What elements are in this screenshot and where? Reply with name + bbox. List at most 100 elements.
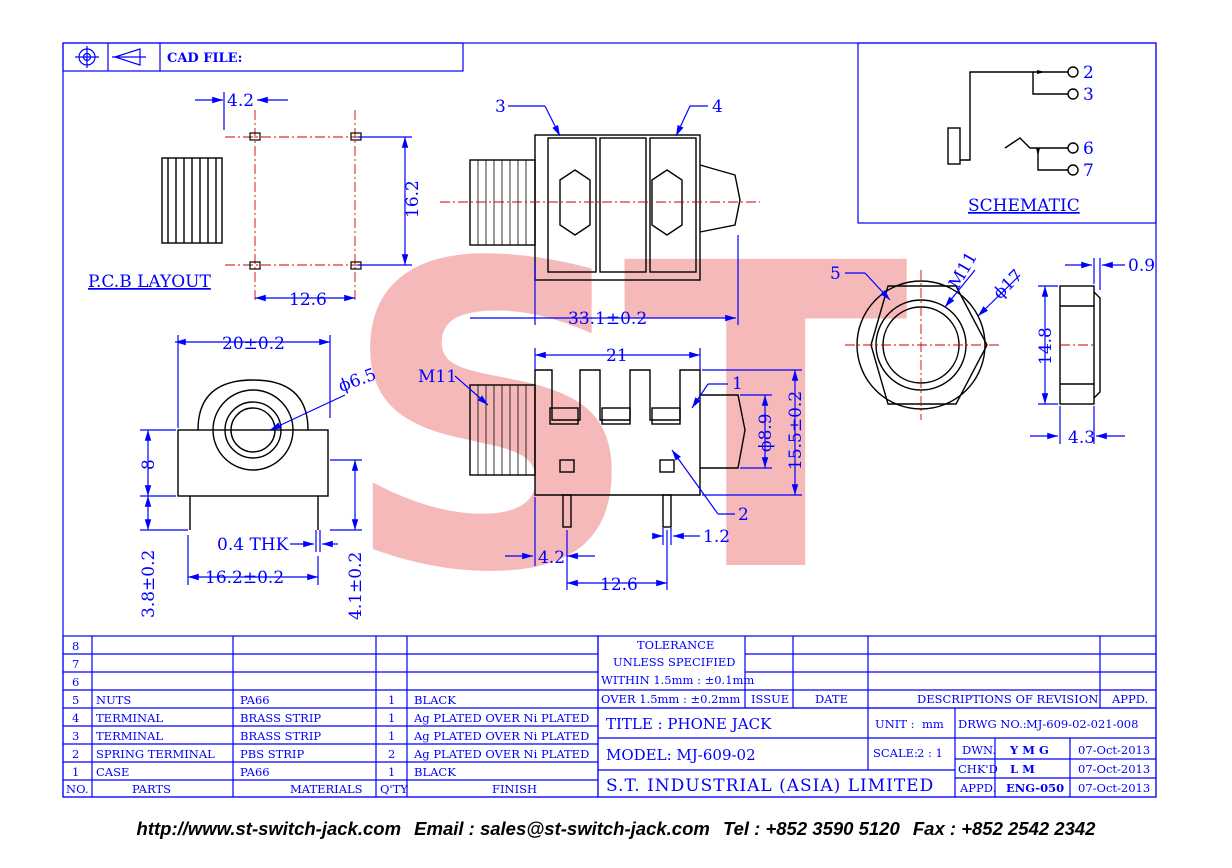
- bom-finish: Ag PLATED OVER Ni PLATED: [413, 729, 589, 743]
- bom-header-no: NO.: [66, 782, 88, 796]
- callout-2: 2: [738, 505, 749, 525]
- bom-no: 8: [72, 639, 79, 653]
- scale-value: 2 : 1: [917, 746, 943, 760]
- revision-issue-header: ISSUE: [751, 692, 789, 706]
- pcb-thread-outline: [161, 157, 223, 244]
- callout-5: 5: [830, 264, 841, 284]
- tolerance-subtitle: UNLESS SPECIFIED: [613, 655, 736, 669]
- model-text: MODEL: MJ-609-02: [606, 746, 756, 764]
- website-link[interactable]: http://www.st-switch-jack.com: [136, 818, 402, 839]
- schematic-pin-2: 2: [1083, 63, 1094, 83]
- dim-12-6-bottom: 12.6: [600, 575, 638, 595]
- dim-3-8: 3.8±0.2: [139, 550, 159, 618]
- bom-header-row: NO. PARTS MATERIALS Q'TY FINISH: [66, 782, 537, 796]
- revision-appd-header: APPD.: [1111, 692, 1148, 706]
- bom-row: 7: [72, 657, 79, 671]
- revision-date-header: DATE: [815, 692, 848, 706]
- dim-8-9: ϕ8.9: [756, 413, 776, 452]
- bom-finish: BLACK: [414, 765, 456, 779]
- callout-3: 3: [495, 97, 506, 117]
- bom-qty: 1: [388, 711, 395, 725]
- dwn-label: DWN.: [962, 743, 996, 757]
- bom-qty: 1: [388, 729, 395, 743]
- top-view: 33.1±0.2 3 4: [440, 97, 760, 329]
- revision-block: TOLERANCE UNLESS SPECIFIED WITHIN 1.5mm …: [597, 635, 1157, 709]
- tolerance-over: OVER 1.5mm : ±0.2mm: [601, 692, 740, 706]
- bom-part: NUTS: [96, 693, 131, 707]
- bom-material: PA66: [240, 765, 270, 779]
- dim-14-8: 14.8: [1036, 327, 1056, 365]
- schematic-label: SCHEMATIC: [968, 196, 1080, 216]
- bom-qty: 2: [388, 747, 395, 761]
- revision-desc-header: DESCRIPTIONS OF REVISION: [917, 692, 1098, 706]
- dim-16-2-pcb: 16.2: [403, 180, 423, 218]
- bom-row: 2 SPRING TERMINAL PBS STRIP 2 Ag PLATED …: [72, 747, 589, 761]
- dim-1-2: 1.2: [703, 527, 730, 547]
- dim-m11-side: M11: [418, 367, 457, 387]
- dim-0-4-thk: 0.4 THK: [217, 535, 289, 555]
- bom-no: 5: [72, 693, 79, 707]
- bom-table: 8 7 6 5 NUTS PA66 1 BLACK 4 TERMINAL BRA…: [62, 635, 599, 798]
- bom-finish: BLACK: [414, 693, 456, 707]
- drwg-no-label: DRWG NO.:: [958, 717, 1027, 731]
- dim-17: ϕ17: [989, 266, 1027, 304]
- chkd-value: L M: [1010, 762, 1035, 776]
- bom-material: BRASS STRIP: [240, 729, 321, 743]
- bom-part: CASE: [96, 765, 129, 779]
- bom-part: SPRING TERMINAL: [96, 747, 215, 761]
- email-link[interactable]: Email : sales@st-switch-jack.com: [414, 818, 710, 839]
- dim-4-1: 4.1±0.2: [346, 552, 366, 620]
- bom-header-finish: FINISH: [492, 782, 537, 796]
- front-view: 20±0.2 ϕ6.5 8 0.4 THK 16.2±0.2 3.8±0.2 4…: [139, 334, 379, 620]
- bom-header-parts: PARTS: [132, 782, 171, 796]
- bom-no: 7: [72, 657, 79, 671]
- unit-value: mm: [922, 717, 944, 731]
- contact-footer: http://www.st-switch-jack.com Email : sa…: [0, 818, 1232, 844]
- appd-label: APPD.: [959, 781, 996, 795]
- dim-4-2-bottom: 4.2: [538, 548, 565, 568]
- appd-date: 07-Oct-2013: [1078, 781, 1150, 795]
- bom-header-qty: Q'TY: [380, 782, 408, 796]
- schematic-box: 2 3 6 7 SCHEMATIC: [857, 42, 1157, 224]
- chkd-label: CHK'D: [958, 762, 998, 776]
- cad-header: CAD FILE:: [62, 42, 464, 72]
- bom-finish: Ag PLATED OVER Ni PLATED: [413, 747, 589, 761]
- dim-21: 21: [606, 346, 628, 366]
- dwn-date: 07-Oct-2013: [1078, 743, 1150, 757]
- telephone-text: Tel : +852 3590 5120: [722, 818, 900, 839]
- bom-finish: Ag PLATED OVER Ni PLATED: [413, 711, 589, 725]
- projection-symbol-icon: [75, 46, 146, 68]
- tolerance-title: TOLERANCE: [637, 638, 714, 652]
- bom-row: 5 NUTS PA66 1 BLACK: [72, 693, 456, 707]
- dim-4-3: 4.3: [1068, 428, 1095, 448]
- dim-20: 20±0.2: [222, 334, 285, 354]
- dim-16-2: 16.2±0.2: [205, 568, 284, 588]
- cad-file-label: CAD FILE:: [167, 51, 242, 66]
- unit-label: UNIT :: [875, 717, 915, 731]
- dwn-value: Y M G: [1009, 743, 1049, 757]
- bom-no: 6: [72, 675, 79, 689]
- bom-row: 8: [72, 639, 79, 653]
- bom-material: PBS STRIP: [240, 747, 304, 761]
- title-block: TITLE : PHONE JACK MODEL: MJ-609-02 UNIT…: [597, 707, 1157, 798]
- company-name: S.T. INDUSTRIAL (ASIA) LIMITED: [606, 776, 934, 796]
- dim-4-2-top: 4.2: [227, 91, 254, 111]
- bom-no: 3: [72, 729, 79, 743]
- bom-row: 4 TERMINAL BRASS STRIP 1 Ag PLATED OVER …: [72, 711, 589, 725]
- dim-12-6-pcb: 12.6: [289, 290, 327, 310]
- bom-qty: 1: [388, 765, 395, 779]
- schematic-pin-7: 7: [1083, 161, 1094, 181]
- bom-material: PA66: [240, 693, 270, 707]
- bom-row: 1 CASE PA66 1 BLACK: [72, 765, 456, 779]
- pcb-layout-view: 4.2 16.2 12.6 P.C.B LAYOUT: [88, 91, 423, 310]
- bom-row: 3 TERMINAL BRASS STRIP 1 Ag PLATED OVER …: [72, 729, 589, 743]
- fax-text: Fax : +852 2542 2342: [912, 818, 1096, 839]
- title-text: TITLE : PHONE JACK: [606, 715, 772, 733]
- dim-8: 8: [139, 459, 159, 470]
- bom-part: TERMINAL: [96, 711, 163, 725]
- pcb-layout-label: P.C.B LAYOUT: [88, 272, 211, 292]
- dim-m11-front: M11: [945, 249, 982, 293]
- side-view: 21 M11 ϕ8.9 15.5±0.2 1 2 1.2 4.2 12.6: [418, 346, 806, 595]
- bom-no: 2: [72, 747, 79, 761]
